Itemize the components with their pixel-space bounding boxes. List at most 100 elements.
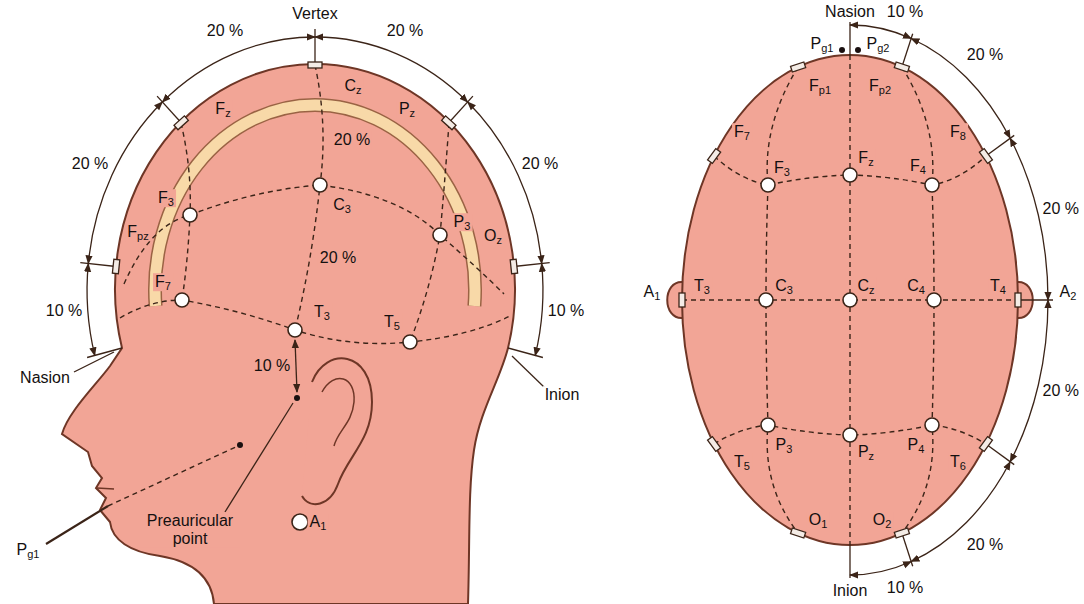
electrode-label: Fp1: [807, 77, 833, 95]
electrode-label: F3: [772, 159, 792, 177]
measure-label: 10 %: [885, 3, 925, 21]
drawing-line: [449, 96, 473, 123]
measure-label: Vertex: [290, 5, 339, 23]
drawing-rect: [308, 62, 322, 68]
drawing-path: [535, 264, 543, 356]
electrode-label: P4: [906, 436, 927, 454]
measure-label: 20 %: [520, 155, 560, 173]
measure-label: 20 %: [965, 536, 1005, 554]
drawing-path: [124, 185, 504, 294]
measure-label: 20 %: [70, 155, 110, 173]
electrode-label: C3: [773, 277, 795, 295]
measure-label: 20 %: [318, 249, 358, 267]
electrode-label: T4: [988, 277, 1008, 295]
drawing-circle: [183, 208, 197, 222]
electrode-label: F4: [908, 157, 928, 175]
electrode-label: F8: [948, 123, 968, 141]
drawing-line: [157, 96, 181, 123]
drawing-path: [162, 37, 315, 102]
electrode-label: A1: [642, 283, 663, 301]
electrode-label: Fp2: [867, 77, 893, 95]
drawing-line: [514, 263, 550, 267]
drawing-rect: [894, 528, 909, 538]
ear: [302, 358, 372, 504]
drawing-line: [80, 263, 116, 267]
drawing-line: [508, 348, 543, 358]
drawing-circle: [925, 418, 939, 432]
ear-inner: [322, 379, 354, 446]
scalp-electrode-pads: [112, 62, 517, 274]
measure-arrows: [850, 25, 1048, 575]
drawing-path: [108, 445, 240, 506]
drawing-circle: [433, 228, 447, 242]
measure-label: 20 %: [1041, 382, 1081, 400]
drawing-circle: [855, 47, 861, 53]
drawing-rect: [979, 149, 992, 164]
mouth-line: [97, 488, 114, 489]
drawing-circle: [927, 293, 941, 307]
electrode-grid-lines: [682, 55, 1018, 545]
electrode-grid-lines: [108, 65, 510, 506]
measure-label: 10 %: [44, 302, 84, 320]
drawing-line: [512, 356, 545, 388]
scalp-electrode-pads: [679, 62, 1021, 538]
electrode-label: O1: [807, 511, 830, 529]
drawing-path: [315, 37, 468, 102]
measure-label: 10 %: [252, 357, 292, 375]
skull-band-outline: [155, 105, 475, 306]
drawing-circle: [843, 293, 857, 307]
drawing-rect: [442, 116, 456, 130]
skull-band: [155, 105, 475, 306]
drawing-rect: [791, 528, 806, 538]
drawing-path: [1010, 138, 1048, 300]
measure-label: Nasion: [823, 3, 877, 21]
drawing-path: [850, 562, 911, 576]
top-view: [667, 22, 1053, 578]
drawing-path: [714, 156, 986, 185]
drawing-rect: [112, 259, 119, 274]
measure-label: 10 %: [885, 579, 925, 597]
electrode-label: O2: [871, 511, 894, 529]
electrode-label: T5: [382, 313, 402, 331]
drawing-path: [295, 65, 323, 330]
electrode-label: P3: [774, 436, 795, 454]
electrode-circles: [759, 168, 941, 442]
drawing-rect: [894, 62, 909, 72]
electrode-label: Fpz: [125, 223, 150, 241]
electrode-label: T5: [732, 453, 752, 471]
drawing-rect: [708, 149, 721, 164]
drawing-path: [410, 123, 449, 342]
drawing-circle: [761, 418, 775, 432]
electrode-label: T3: [692, 277, 712, 295]
electrode-label: C3: [331, 196, 353, 214]
measure-label: Preauricular point: [140, 512, 240, 547]
measure-label: 20 %: [332, 131, 372, 149]
nasopharyngeal-dot: [237, 442, 243, 448]
measure-ticks: [850, 22, 1053, 578]
drawing-line: [849, 22, 850, 55]
drawing-circle: [843, 428, 857, 442]
measure-arrows: [87, 37, 543, 392]
drawing-circle: [843, 168, 857, 182]
electrode-label: P3: [452, 213, 473, 231]
drawing-circle: [759, 293, 773, 307]
electrode-label: Pz: [397, 100, 417, 118]
drawing-path: [468, 102, 542, 264]
preauricular-dot: [294, 395, 300, 401]
electrode-label: F7: [732, 123, 752, 141]
drawing-rect: [791, 62, 806, 72]
drawing-rect: [679, 293, 685, 307]
head-top-outline: [682, 55, 1018, 545]
electrode-label: Pg1: [15, 541, 42, 559]
drawing-line: [74, 352, 114, 372]
electrode-label: T6: [948, 453, 968, 471]
electrode-circles: [175, 178, 447, 530]
measure-label: 10 %: [546, 302, 586, 320]
measure-label: 20 %: [1041, 200, 1081, 218]
electrode-label: F7: [153, 273, 173, 291]
electrode-label: Pg1: [809, 35, 836, 53]
electrode-label: A1: [308, 513, 329, 531]
measure-ticks: [80, 29, 549, 358]
drawing-line: [849, 545, 850, 578]
